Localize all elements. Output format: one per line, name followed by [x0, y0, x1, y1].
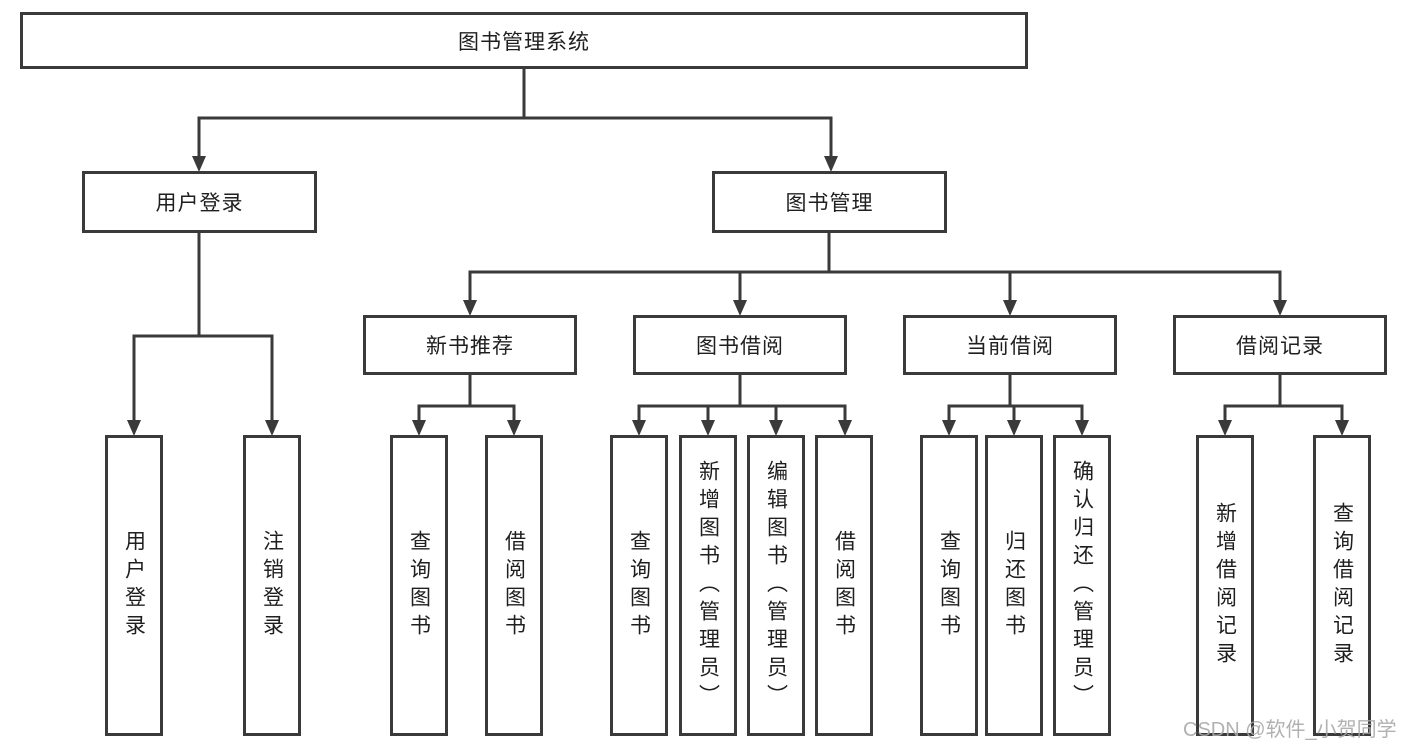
- node-book-borrowing: 图书借阅: [633, 315, 847, 375]
- node-leaf-query-borrow-record: 查询借阅记录: [1313, 435, 1371, 736]
- node-current-borrowing: 当前借阅: [903, 315, 1117, 375]
- node-leaf-user-login: 用户登录: [105, 435, 163, 736]
- node-user-login: 用户登录: [82, 171, 317, 233]
- node-leaf-borrow-books-recommend: 借阅图书: [485, 435, 543, 736]
- node-borrow-records: 借阅记录: [1173, 315, 1387, 375]
- node-leaf-return-books: 归还图书: [985, 435, 1043, 736]
- csdn-watermark: CSDN @软件_小贺同学: [1183, 719, 1397, 741]
- node-leaf-confirm-return-admin: 确认归还（管理员）: [1053, 435, 1111, 736]
- node-book-management: 图书管理: [712, 171, 947, 233]
- node-leaf-borrow-books: 借阅图书: [815, 435, 873, 736]
- node-leaf-add-books-admin: 新增图书（管理员）: [679, 435, 737, 736]
- node-new-book-recommend: 新书推荐: [363, 315, 577, 375]
- node-leaf-query-books-current: 查询图书: [920, 435, 978, 736]
- node-root-system: 图书管理系统: [20, 12, 1028, 69]
- node-leaf-edit-books-admin: 编辑图书（管理员）: [747, 435, 805, 736]
- node-leaf-query-books-recommend: 查询图书: [390, 435, 448, 736]
- arrowheads: [127, 156, 1349, 436]
- node-leaf-query-books-borrowing: 查询图书: [610, 435, 668, 736]
- node-leaf-logout: 注销登录: [243, 435, 301, 736]
- node-leaf-add-borrow-record: 新增借阅记录: [1196, 435, 1254, 736]
